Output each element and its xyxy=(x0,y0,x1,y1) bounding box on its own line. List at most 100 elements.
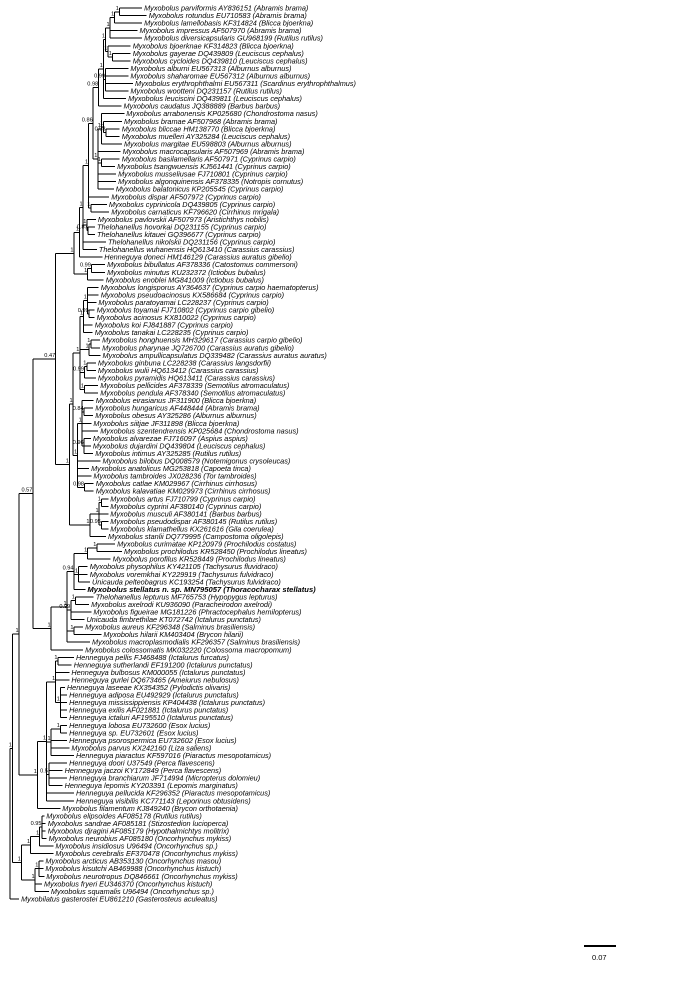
taxon-label: Myxobolus obesus AY325286 (Alburnus albu… xyxy=(95,411,256,420)
taxon-label: Myxobolus dujardini DQ439804 (Leuciscus … xyxy=(93,441,265,450)
support-value: 1 xyxy=(66,459,69,465)
support-value: 0.98 xyxy=(87,82,98,88)
taxon-label: Myxobolus pavlovskii AF507973 (Aristicht… xyxy=(98,215,269,224)
taxon-label: Myxobolus paratoyamai LC228237 (Cyprinus… xyxy=(98,298,268,307)
support-value: 1 xyxy=(79,417,82,423)
support-value: 1 xyxy=(83,361,86,367)
taxon-label: Myxobolus tsangwuensis KJ561441 (Cyprinu… xyxy=(117,162,291,171)
support-value: 1 xyxy=(70,247,73,253)
taxon-label: Myxobolus muelleri AY325284 (Leuciscus c… xyxy=(122,132,290,141)
taxon-label: Myxobolus pharynae JQ726700 (Carassius a… xyxy=(102,343,294,352)
taxon-label: Henneguya doori U37549 (Perca flavescens… xyxy=(69,759,215,768)
taxon-label: Henneguya pellis FJ468488 (Ictalurus fur… xyxy=(76,653,229,662)
support-value: 1 xyxy=(84,548,87,554)
taxon-label: Myxobolus honghuensis MH329617 (Carassiu… xyxy=(102,336,302,345)
taxon-label: Myxobolus neurobius AF085180 (Oncorhynch… xyxy=(49,834,232,843)
support-value: 1 xyxy=(70,398,73,404)
taxon-label: Myxobolus kalavatiae KM029973 (Cirrhinus… xyxy=(96,487,271,496)
taxon-label: Henneguya jaczoi KY172849 (Perca flavesc… xyxy=(65,766,222,775)
taxon-label: Myxobolus enoblei MG841009 (Ictiobus bub… xyxy=(106,275,264,284)
taxon-label: Myxobolus rotundus EU710583 (Abramis bra… xyxy=(149,11,307,20)
support-value: 1 xyxy=(83,219,86,225)
taxon-label: Myxobolus gayerae DQ439809 (Leuciscus ce… xyxy=(133,49,304,58)
taxon-label: Myxobolus anatolicus MG253818 (Capoeta t… xyxy=(91,464,251,473)
taxon-label: Myxobolus kisutchi AB469988 (Oncorhynchu… xyxy=(45,864,221,873)
taxon-label: Myxobolus bilobus DQ008579 (Notemigonus … xyxy=(103,457,291,466)
support-value: 1 xyxy=(86,519,89,525)
taxon-label: Myxobolus musculi AF380141 (Barbus barbu… xyxy=(110,509,261,518)
taxon-label: Myxobolus curimatae KP120979 (Prochilodu… xyxy=(117,540,296,549)
taxon-label: Henneguya psorospermica EU732602 (Esox l… xyxy=(69,736,237,745)
scale-bar-label: 0.07 xyxy=(592,953,607,962)
taxon-label: Myxobolus ampullicapsulatus DQ339482 (Ca… xyxy=(103,351,327,360)
taxon-label: Myxobolus cerebralis EF370478 (Oncorhync… xyxy=(55,849,238,858)
support-value: 1 xyxy=(35,863,38,869)
support-value: 1 xyxy=(57,697,60,703)
support-value: 0.47 xyxy=(44,353,55,359)
taxon-label: Myxobolus carnaticus KF796620 (Cirrhinus… xyxy=(111,207,279,216)
support-value: 1 xyxy=(100,121,103,127)
support-value: 1 xyxy=(87,338,90,344)
taxon-label: Henneguya bulbosus KM000055 (Ictalurus p… xyxy=(71,668,245,677)
taxon-label: Myxobolus hungaricus AF448444 (Abramis b… xyxy=(95,404,259,413)
taxon-label: Henneguya lepomis KY203391 (Lepomis marg… xyxy=(65,781,238,790)
taxon-label: Unicauda pelteobagrus KC193254 (Tachysur… xyxy=(92,577,281,586)
support-value: 0.95 xyxy=(31,821,42,827)
support-value: 1 xyxy=(70,625,73,631)
taxon-label: Thelohanellus kitauei GQ396677 (Cyprinus… xyxy=(97,230,261,239)
taxon-label: Myxobolus filamentum KJ849240 (Brycon or… xyxy=(62,804,238,813)
support-value: 0.87 xyxy=(77,225,88,231)
taxon-label: Henneguya gurlei DQ673465 (Ameiurus nebu… xyxy=(71,675,239,684)
support-value: 0.99 xyxy=(80,263,91,269)
support-value: 1 xyxy=(75,568,78,574)
support-value: 1 xyxy=(43,735,46,741)
support-value: 1 xyxy=(64,601,67,607)
support-value: 1 xyxy=(16,628,19,634)
taxon-label: Myxobolus intimus AY325285 (Rutilus ruti… xyxy=(95,449,241,458)
taxon-label: Henneguya lobosa EU732600 (Esox lucius) xyxy=(69,721,210,730)
taxon-label: Myxobolus basilamellaris AF507971 (Cypri… xyxy=(122,155,296,164)
taxon-label: Myxobolus koi FJ841887 (Cyprinus carpio) xyxy=(95,321,233,330)
taxon-label: Myxobolus aureus KF296348 (Salminus bras… xyxy=(85,623,255,632)
taxon-label: Myxobolus tambroides JX028236 (Tor tambr… xyxy=(93,472,256,481)
taxon-label: Myxobolus longisporus AY364637 (Cyprinus… xyxy=(101,283,319,292)
support-value: 1 xyxy=(52,676,55,682)
support-value: 1 xyxy=(96,508,99,514)
taxon-label: Myxobolus eirasianus JF311900 (Blicca bj… xyxy=(96,396,256,405)
taxon-label: Thelohanellus nikolskii DQ231156 (Cyprin… xyxy=(108,238,275,247)
taxon-label: Myxobolus impressus AF507970 (Abramis br… xyxy=(140,26,302,35)
support-value: 1 xyxy=(98,157,101,163)
support-value: 1 xyxy=(18,857,21,863)
taxon-label: Myxobolus shaharomae EU567312 (Alburnus … xyxy=(130,72,310,81)
support-value: 1 xyxy=(93,542,96,548)
taxon-label: Myxobolus parviformis AY836151 (Abramis … xyxy=(144,4,308,13)
taxon-label: Thelohanellus hovorkai DQ231155 (Cyprinu… xyxy=(97,222,266,231)
taxon-label: Myxobolus caudatus JQ388889 (Barbus barb… xyxy=(124,102,281,111)
support-value: 1 xyxy=(104,45,107,51)
taxon-label: Myxobolus catlae KM029967 (Cirrhinus cir… xyxy=(96,479,257,488)
taxon-label: Myxobolus artus FJ710799 (Cyprinus carpi… xyxy=(110,494,255,503)
support-value: 1 xyxy=(116,6,119,12)
taxon-label: Henneguya sp. EU732601 (Esox lucius) xyxy=(69,728,198,737)
taxon-label: Henneguya adiposa EU492929 (Ictalurus pu… xyxy=(69,691,239,700)
support-value: 1 xyxy=(87,202,90,208)
taxon-label: Unicauda fimbrethilae KT072742 (Ictaluru… xyxy=(87,615,261,624)
taxon-label: Myxobolus alburni EU567313 (Alburnus alb… xyxy=(130,64,291,73)
taxon-label: Myxobolus pseudoacinosus KX586684 (Cypri… xyxy=(101,290,284,299)
taxon-label: Myxobolus dispar AF507972 (Cyprinus carp… xyxy=(111,192,261,201)
support-value: 1 xyxy=(94,153,97,159)
support-value: 1 xyxy=(9,742,12,748)
support-value: 1 xyxy=(36,831,39,837)
taxon-label: Myxobolus cyprinicola DQ439805 (Cyprinus… xyxy=(109,200,275,209)
taxon-label: Myxobolus wulii HQ613412 (Carassius cara… xyxy=(98,366,259,375)
support-value: 1 xyxy=(72,595,75,601)
taxon-label: Myxobolus acinosus KX810022 (Cyprinus ca… xyxy=(97,313,256,322)
taxon-label: Myxobolus physophilus KY421105 (Tachysur… xyxy=(90,562,278,571)
taxon-label: Myxobolus cycloides DQ439810 (Leuciscus … xyxy=(133,56,308,65)
support-value: 1 xyxy=(76,347,79,353)
taxon-label: Thelohanellus lepturus MF765753 (Hypopyg… xyxy=(96,592,278,601)
taxon-label: Myxobolus klamathellus KX261616 (Gila co… xyxy=(110,524,273,533)
support-value: 1 xyxy=(34,769,37,775)
